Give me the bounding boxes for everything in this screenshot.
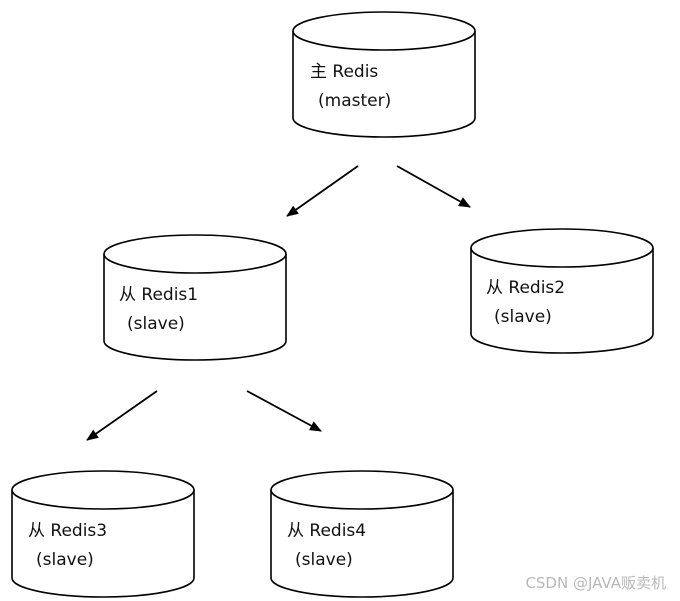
arrow-master-to-redis2 xyxy=(396,165,471,208)
watermark: CSDN @JAVA贩卖机 xyxy=(525,574,666,592)
node-role: (slave) xyxy=(36,550,94,570)
node-label-master: 主 Redis (master) xyxy=(310,58,391,116)
node-title: 从 Redis3 xyxy=(28,521,108,541)
arrow-master-to-redis1 xyxy=(286,165,359,217)
node-label-redis2: 从 Redis2 (slave) xyxy=(486,274,565,332)
cylinder-redis2 xyxy=(470,228,654,354)
node-label-redis1: 从 Redis1 (slave) xyxy=(119,281,198,339)
node-role: (master) xyxy=(318,91,392,111)
cylinder-redis3 xyxy=(11,470,195,598)
cylinder-redis4 xyxy=(270,470,454,598)
node-label-redis3: 从 Redis3 (slave) xyxy=(28,517,107,575)
node-title: 从 Redis2 xyxy=(486,278,566,298)
node-title: 从 Redis4 xyxy=(287,521,367,541)
arrow-redis1-to-redis3 xyxy=(86,390,158,441)
cylinder-redis1 xyxy=(103,234,287,361)
arrow-redis1-to-redis4 xyxy=(246,390,322,432)
node-title: 主 Redis xyxy=(310,62,379,82)
node-role: (slave) xyxy=(127,314,185,334)
node-role: (slave) xyxy=(295,550,353,570)
node-title: 从 Redis1 xyxy=(119,285,199,305)
node-role: (slave) xyxy=(494,307,552,327)
node-label-redis4: 从 Redis4 (slave) xyxy=(287,517,366,575)
cylinder-master xyxy=(292,11,476,138)
